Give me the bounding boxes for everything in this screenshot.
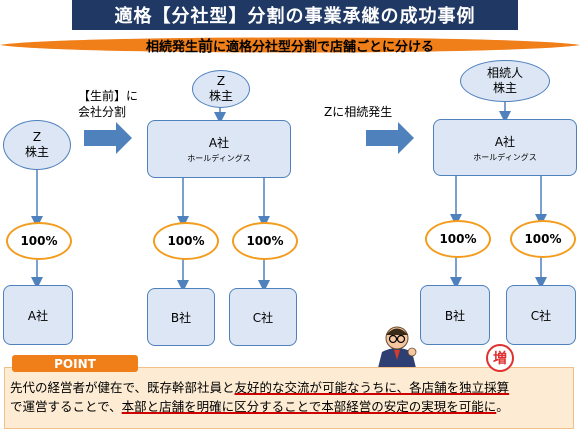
stage3-holding-name: A社	[494, 134, 516, 149]
stage2-company-left-label: B社	[170, 310, 192, 325]
point-box	[4, 367, 574, 429]
subtitle-before: 相続発生	[145, 39, 198, 55]
stage2-owner-line1: Z	[216, 74, 226, 88]
stage3-company-right-box: C社	[506, 285, 576, 345]
subtitle-text: 相続発生前に適格分社型分割で店舗ごとに分ける	[0, 33, 580, 57]
page-title: 適格【分社型】分割の事業承継の成功事例	[72, 0, 518, 30]
subtitle-banner: 相続発生前に適格分社型分割で店舗ごとに分ける	[0, 33, 580, 57]
arrow1-label-line1: 【生前】に	[78, 89, 139, 103]
stage2-company-left-box: B社	[147, 288, 215, 346]
stage3-owner-node: 相続人株主	[460, 60, 550, 102]
arrow-right-1	[84, 122, 132, 154]
stage1-owner-line1: Z	[32, 130, 42, 144]
stage2-pct-right-badge: 100%	[232, 222, 298, 260]
stage2-company-right-label: C社	[252, 310, 274, 325]
stage2-holding-name: A社	[208, 136, 230, 150]
stage3-owner-line1: 相続人	[486, 66, 523, 80]
point-text-line1-underlined: 友好的な交流が可能なうちに、各店舗を独立採算	[234, 380, 510, 395]
stage2-owner-line2: 株主	[208, 89, 233, 103]
subtitle-after: に適格分社型分割で店舗ごとに分ける	[213, 39, 435, 55]
subtitle-emphasis: 前	[197, 36, 213, 55]
stage2-pct-left-badge: 100%	[153, 222, 219, 260]
point-label: POINT	[12, 355, 138, 372]
point-text-line2-underlined: 本部と店舗を明確に区分することで本部経営の安定の実現を可能に	[121, 399, 497, 414]
stage1-company-box: A社	[3, 285, 73, 345]
subtitle-band-shape	[0, 37, 580, 53]
stage3-pct-right-badge: 100%	[510, 220, 576, 258]
arrow1-label-line2: 会社分割	[78, 105, 127, 119]
stage1-owner-line2: 株主	[24, 145, 49, 159]
stage3-holding-box: A社 ホールディングス	[433, 119, 577, 176]
stage2-company-right-box: C社	[229, 288, 297, 346]
arrow2-label: Zに相続発生	[324, 105, 393, 119]
stage3-company-right-label: C社	[530, 308, 552, 323]
increase-badge: 増	[486, 344, 514, 372]
thinking-businessman-icon	[378, 326, 417, 368]
stage3-owner-line2: 株主	[492, 81, 517, 95]
stage3-company-left-box: B社	[420, 285, 490, 345]
stage2-holding-box: A社 ホールディングス	[147, 120, 291, 178]
stage1-pct-badge: 100%	[6, 222, 72, 260]
point-text: 先代の経営者が健在で、既存幹部社員と友好的な交流が可能なうちに、各店舗を独立採算…	[10, 378, 570, 416]
point-text-line1-a: 先代の経営者が健在で、既存幹部社員と	[10, 380, 235, 395]
point-text-line2-b: 。	[496, 399, 509, 414]
stage3-company-left-label: B社	[444, 308, 466, 323]
arrow-right-2	[366, 122, 414, 154]
arrow1-label: 【生前】に会社分割	[78, 88, 138, 120]
stage3-holding-sub: ホールディングス	[473, 152, 537, 162]
stage2-holding-sub: ホールディングス	[187, 154, 251, 163]
point-text-line2-a: で運営することで、	[10, 399, 122, 414]
stage1-company-label: A社	[27, 308, 49, 323]
stage3-pct-left-badge: 100%	[425, 220, 491, 258]
